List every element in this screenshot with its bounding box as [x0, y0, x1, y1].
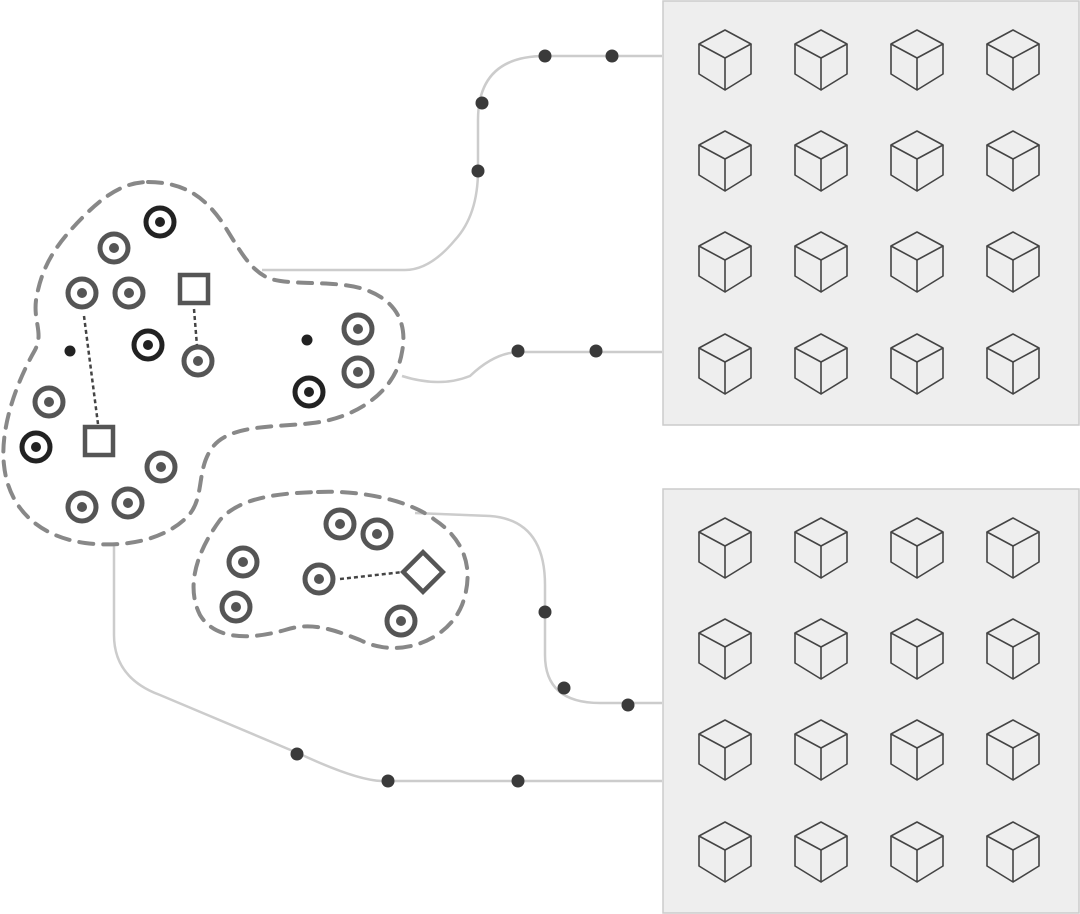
target-node: [181, 344, 215, 378]
waypoint-dot: [290, 747, 304, 761]
small-dot: [301, 334, 313, 346]
connectors: [112, 54, 662, 783]
waypoint-dot: [538, 605, 552, 619]
square-node: [82, 424, 116, 458]
square-node: [177, 272, 211, 306]
node-center: [353, 367, 363, 377]
waypoint-dot: [511, 774, 525, 788]
waypoint-dot: [471, 164, 485, 178]
connector-large-to-upper-grid-row1: [262, 54, 662, 272]
diamond-node: [400, 549, 446, 595]
waypoint-dot: [621, 698, 635, 712]
connector-small-to-lower-grid-row2: [414, 511, 662, 705]
waypoint-dot: [475, 96, 489, 110]
target-node: [292, 375, 326, 409]
target-node: [341, 312, 375, 346]
target-node: [144, 450, 178, 484]
target-node: [97, 231, 131, 265]
connector-waypoints: [290, 49, 635, 788]
node-center: [156, 462, 166, 472]
small-dot: [64, 345, 76, 357]
node-center: [77, 288, 87, 298]
node-center: [124, 288, 134, 298]
clusters: [1, 179, 470, 650]
waypoint-dot: [589, 344, 603, 358]
target-node: [112, 276, 146, 310]
target-node: [32, 385, 66, 419]
target-node: [111, 486, 145, 520]
target-node: [341, 355, 375, 389]
small-cluster-outline: [191, 489, 470, 650]
connector-large-to-lower-grid-row3: [112, 545, 662, 783]
node-center: [231, 602, 241, 612]
target-node: [143, 205, 177, 239]
node-center: [304, 387, 314, 397]
node-links: [82, 308, 404, 581]
node-center: [193, 356, 203, 366]
node-center: [109, 243, 119, 253]
target-node: [65, 490, 99, 524]
target-node: [384, 604, 418, 638]
target-node: [226, 545, 260, 579]
waypoint-dot: [511, 344, 525, 358]
upper-resource-grid-panel: [662, 0, 1080, 426]
dotted-link: [339, 570, 404, 581]
waypoint-dot: [381, 774, 395, 788]
dotted-link: [192, 308, 199, 347]
target-node: [131, 328, 165, 362]
node-center: [44, 397, 54, 407]
lower-resource-grid-panel: [662, 488, 1080, 914]
node-center: [123, 498, 133, 508]
lower-resource-grid: [662, 488, 1080, 914]
waypoint-dot: [557, 681, 571, 695]
node-center: [77, 502, 87, 512]
target-node: [360, 517, 394, 551]
node-center: [238, 557, 248, 567]
target-node: [65, 276, 99, 310]
waypoint-dot: [605, 49, 619, 63]
dotted-link: [82, 315, 100, 425]
node-center: [143, 340, 153, 350]
nodes: [19, 205, 446, 638]
large-cluster-outline: [1, 179, 406, 547]
node-center: [372, 529, 382, 539]
target-node: [219, 590, 253, 624]
resource-panels: [662, 0, 1080, 914]
node-center: [314, 574, 324, 584]
target-node: [19, 430, 53, 464]
node-center: [155, 217, 165, 227]
node-center: [335, 519, 345, 529]
upper-resource-grid: [662, 0, 1080, 426]
node-center: [353, 324, 363, 334]
connector-large-to-upper-grid-row4: [401, 350, 662, 384]
node-center: [396, 616, 406, 626]
node-center: [31, 442, 41, 452]
target-node: [302, 562, 336, 596]
waypoint-dot: [538, 49, 552, 63]
target-node: [323, 507, 357, 541]
